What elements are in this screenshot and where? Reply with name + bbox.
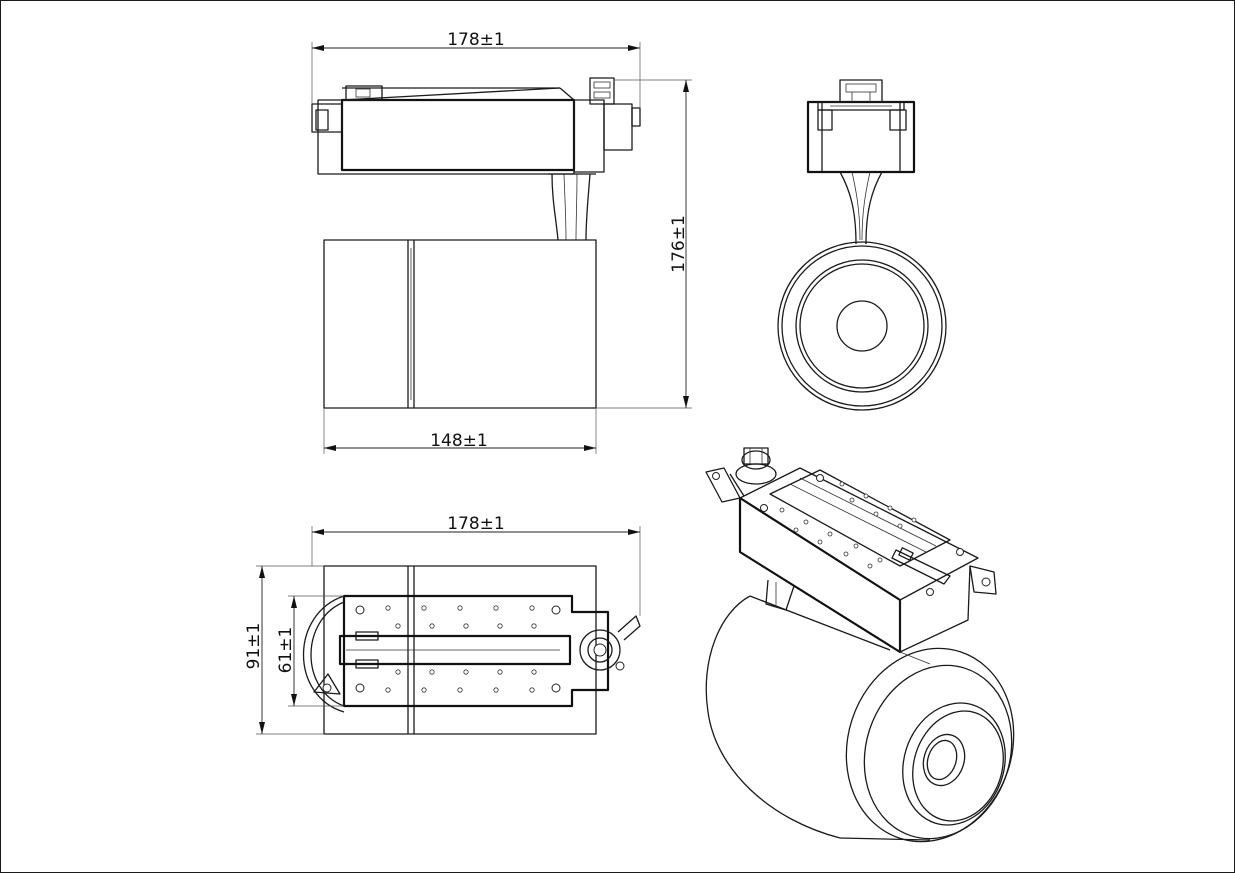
top-depth-outer-label: 91±1 [244,623,264,670]
vent-holes [385,605,537,693]
side-view [777,79,947,411]
front-body-width-label: 148±1 [430,431,488,451]
top-depth-inner-label: 61±1 [276,627,296,674]
isometric-view [705,447,1015,843]
front-width-label: 178±1 [447,30,505,50]
top-view [302,565,641,735]
front-dimensions [311,42,692,454]
front-height-label: 176±1 [669,215,689,273]
top-width-label: 178±1 [447,514,505,534]
front-view [311,77,641,409]
top-dimensions [256,526,641,735]
